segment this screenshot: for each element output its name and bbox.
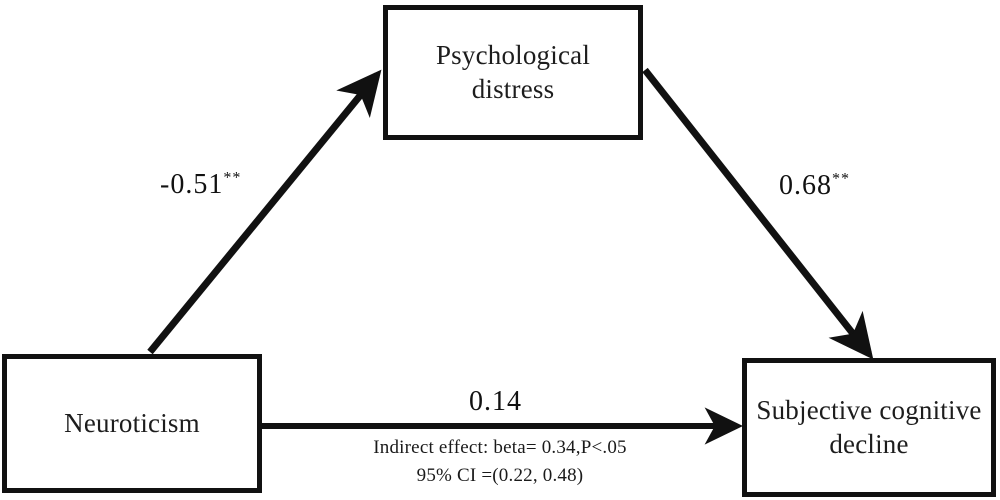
arrow-distress-to-scd: [642, 67, 874, 360]
path-label-c: 0.14: [469, 386, 522, 418]
node-psychological-distress: Psychological distress: [383, 5, 643, 140]
node-psychological-distress-label: Psychological distress: [435, 39, 591, 104]
path-a-coefficient: -0.51: [160, 169, 224, 200]
path-b-coefficient: 0.68: [779, 170, 832, 201]
indirect-effect-annotation: Indirect effect: beta= 0.34,P<.05 95% CI…: [250, 434, 750, 489]
path-b-significance: **: [832, 170, 850, 188]
node-neuroticism: Neuroticism: [2, 354, 262, 493]
node-subjective-cognitive-decline-label: Subjective cognitive decline: [756, 394, 982, 459]
path-c-coefficient: 0.14: [469, 386, 522, 417]
arrow-neuroticism-to-distress: [147, 69, 382, 355]
node-subjective-cognitive-decline: Subjective cognitive decline: [742, 358, 996, 497]
node-neuroticism-label: Neuroticism: [64, 407, 200, 438]
indirect-effect-line-2: 95% CI =(0.22, 0.48): [416, 464, 584, 486]
path-label-b: 0.68**: [779, 170, 850, 202]
indirect-effect-line-1: Indirect effect: beta= 0.34,P<.05: [373, 437, 627, 458]
path-label-a: -0.51**: [160, 169, 241, 201]
path-a-significance: **: [223, 169, 242, 187]
